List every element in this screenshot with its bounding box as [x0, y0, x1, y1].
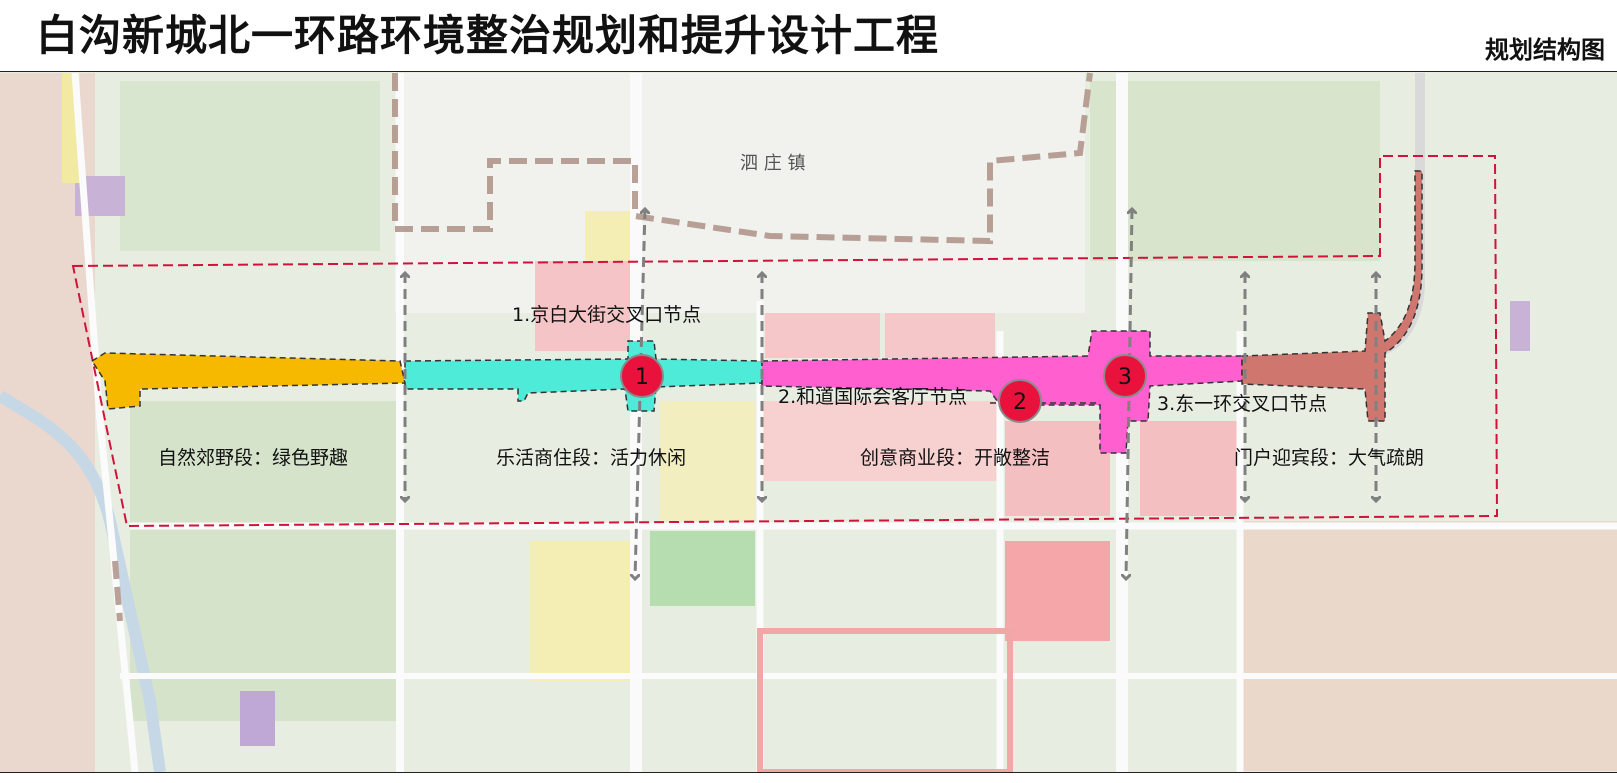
node-marker-1-number: 1 [635, 365, 649, 390]
node-label-1: 1.京白大街交叉口节点 [512, 304, 701, 326]
yellow-blocks-center [660, 401, 755, 521]
segment-lohas-residential [404, 340, 763, 412]
pink-block-2 [765, 313, 880, 358]
pink-block-3 [885, 313, 995, 358]
green-park-south [650, 531, 755, 606]
town-area [395, 73, 1085, 313]
segment-label-gateway-welcome: 门户迎宾段：大气疏朗 [1234, 447, 1424, 469]
node-marker-2[interactable]: 2 [998, 379, 1042, 423]
red-road-loop [757, 628, 1013, 772]
segment-natural-suburban [90, 352, 406, 410]
node-marker-1[interactable]: 1 [620, 354, 664, 398]
pink-block-1 [535, 261, 630, 351]
purple-block-3 [1510, 301, 1530, 351]
green-area-northwest [120, 81, 380, 251]
map-frame: 泗 庄 镇 1 2 3 1.京白大街交叉口节点 2.和道国际会客厅节点 3.东一… [0, 71, 1617, 773]
green-area-northeast [1090, 81, 1380, 261]
green-area-west [130, 401, 400, 721]
node-marker-3[interactable]: 3 [1103, 354, 1147, 398]
segment-label-lohas-residential: 乐活商住段：活力休闲 [496, 447, 686, 469]
yellow-blocks-south [530, 541, 630, 681]
node-marker-3-number: 3 [1118, 365, 1132, 390]
town-label: 泗 庄 镇 [740, 153, 805, 174]
page-title: 白沟新城北一环路环境整治规划和提升设计工程 [36, 11, 940, 60]
page-subtitle: 规划结构图 [1485, 36, 1605, 64]
segment-label-creative-commercial: 创意商业段：开敞整洁 [860, 447, 1050, 469]
planning-boundary [71, 155, 1499, 528]
residential-area-southeast [1240, 521, 1617, 771]
purple-block-2 [240, 691, 275, 746]
node-label-3: 3.东一环交叉口节点 [1157, 393, 1327, 415]
map-canvas[interactable]: 泗 庄 镇 1 2 3 1.京白大街交叉口节点 2.和道国际会客厅节点 3.东一… [0, 72, 1617, 772]
town-boundary-southwest [112, 560, 123, 622]
town-boundary [392, 72, 1093, 245]
node-label-2: 2.和道国际会客厅节点 [778, 386, 967, 408]
commercial-block-south [1005, 541, 1110, 641]
pink-block-6 [760, 401, 1000, 481]
pink-block-5 [1140, 421, 1240, 516]
segment-label-natural-suburban: 自然郊野段：绿色野趣 [158, 447, 348, 469]
pink-block-4 [1005, 421, 1110, 516]
node-marker-2-number: 2 [1013, 390, 1027, 415]
road-west-curve [71, 72, 139, 772]
